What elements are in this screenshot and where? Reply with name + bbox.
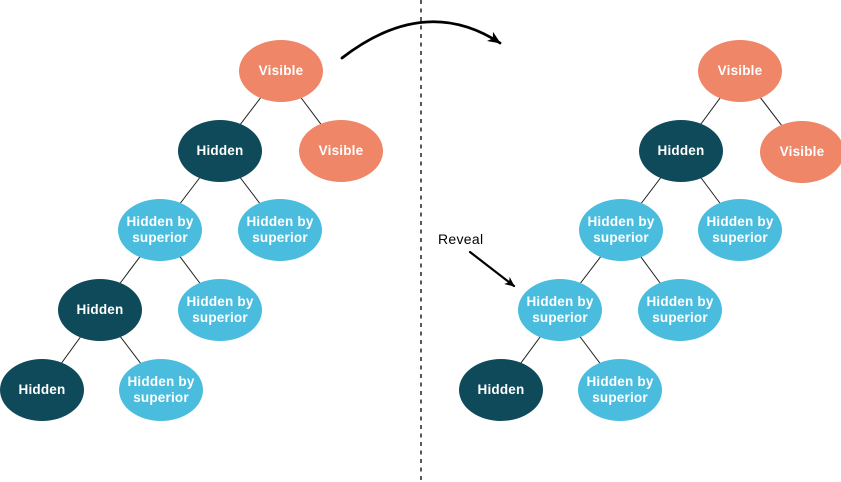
tree-node-right-8: Hidden by superior (578, 359, 662, 421)
tree-node-right-6: Hidden by superior (638, 279, 722, 341)
tree-node-label: Hidden by superior (586, 373, 654, 405)
tree-node-right-5-revealed: Hidden by superior (518, 279, 602, 341)
tree-node-right-1: Hidden (639, 120, 723, 182)
tree-node-label: Hidden (477, 381, 525, 397)
tree-node-label: Hidden by superior (246, 213, 314, 245)
tree-node-label: Hidden (196, 142, 244, 158)
tree-node-left-6: Hidden by superior (178, 279, 262, 341)
tree-node-label: Visible (318, 142, 364, 158)
tree-node-label: Visible (258, 62, 304, 78)
tree-node-label: Hidden by superior (186, 293, 254, 325)
tree-node-label: Hidden by superior (126, 213, 194, 245)
tree-node-left-1: Hidden (178, 120, 262, 182)
tree-node-left-2: Visible (299, 120, 383, 182)
tree-node-label: Hidden by superior (706, 213, 774, 245)
tree-node-label: Hidden by superior (646, 293, 714, 325)
tree-node-right-0: Visible (698, 40, 782, 102)
reveal-arrow-icon (468, 250, 516, 288)
tree-node-right-3: Hidden by superior (579, 199, 663, 261)
tree-node-label: Hidden (76, 301, 124, 317)
tree-node-right-4: Hidden by superior (698, 199, 782, 261)
tree-node-left-0: Visible (239, 40, 323, 102)
tree-node-left-3: Hidden by superior (118, 199, 202, 261)
tree-node-left-7: Hidden (0, 359, 84, 421)
transform-arrow-icon (340, 20, 502, 60)
tree-node-left-5: Hidden (58, 279, 142, 341)
tree-node-label: Hidden by superior (587, 213, 655, 245)
tree-node-label: Visible (717, 62, 763, 78)
tree-node-label: Hidden by superior (127, 373, 195, 405)
tree-node-label: Visible (779, 143, 825, 159)
tree-node-left-8: Hidden by superior (119, 359, 203, 421)
tree-node-left-4: Hidden by superior (238, 199, 322, 261)
tree-node-right-2: Visible (760, 121, 841, 183)
tree-node-label: Hidden by superior (526, 293, 594, 325)
reveal-label: Reveal (438, 231, 484, 247)
tree-node-label: Hidden (18, 381, 66, 397)
tree-node-label: Hidden (657, 142, 705, 158)
tree-node-right-7: Hidden (459, 359, 543, 421)
